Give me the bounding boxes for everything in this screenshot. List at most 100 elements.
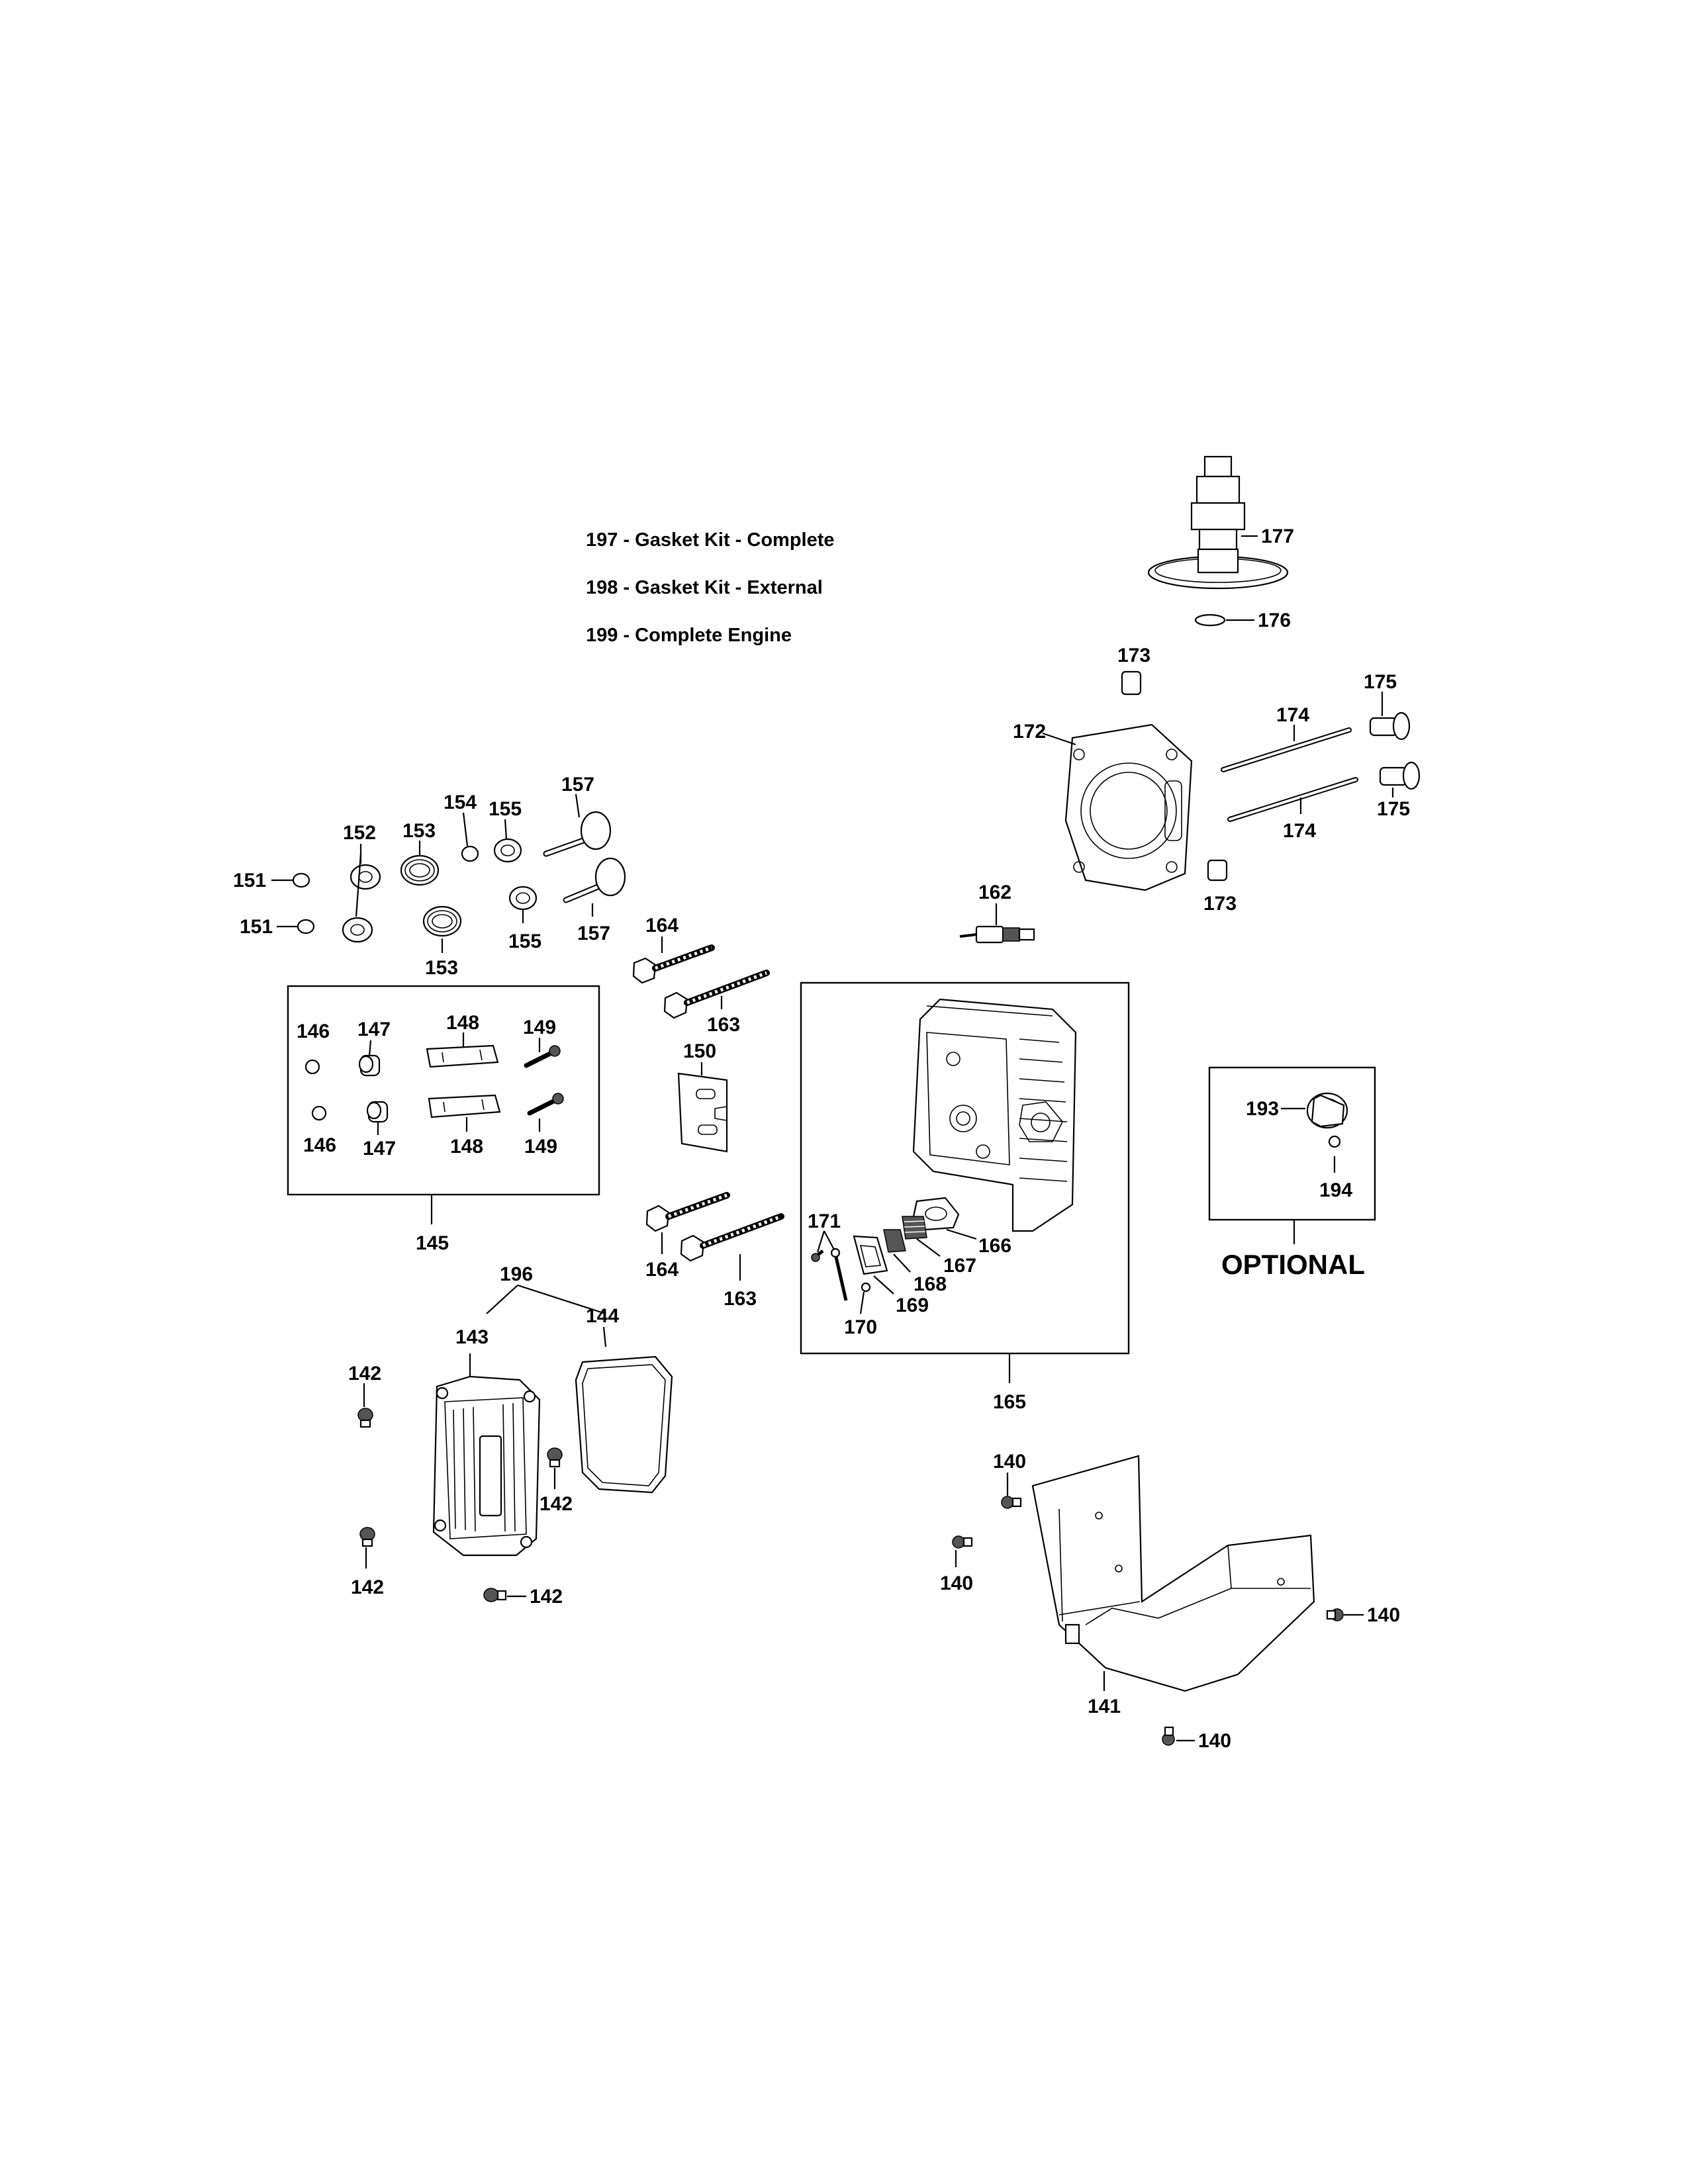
callout-167: 167 bbox=[943, 1255, 976, 1277]
callout-148-bottom: 148 bbox=[450, 1136, 483, 1158]
callout-175-bottom: 175 bbox=[1377, 798, 1410, 820]
kit-note-gasket-external: 198 - Gasket Kit - External bbox=[586, 577, 823, 598]
callout-144: 144 bbox=[586, 1305, 619, 1327]
callout-157-bottom: 157 bbox=[577, 923, 610, 944]
callout-174-bottom: 174 bbox=[1283, 820, 1316, 842]
push-rods-part bbox=[1221, 727, 1358, 822]
callout-140-top: 140 bbox=[993, 1451, 1026, 1473]
cylinder-head-box bbox=[800, 981, 1130, 1355]
callout-166: 166 bbox=[978, 1235, 1011, 1257]
ball-194 bbox=[1328, 1135, 1341, 1148]
callout-143: 143 bbox=[455, 1326, 489, 1348]
callout-175-top: 175 bbox=[1364, 671, 1397, 693]
valve-157-bottom bbox=[563, 857, 626, 903]
leader-196-b bbox=[517, 1284, 606, 1315]
screw-142-left-top bbox=[357, 1408, 373, 1428]
callout-151-bottom: 151 bbox=[240, 916, 273, 938]
callout-150: 150 bbox=[683, 1040, 716, 1062]
head-bolt-163-top bbox=[663, 970, 770, 1019]
callout-170: 170 bbox=[844, 1316, 877, 1338]
rocker-arm-kit-box bbox=[287, 985, 600, 1196]
leader-172 bbox=[1042, 732, 1076, 746]
callout-173-bottom: 173 bbox=[1203, 893, 1237, 915]
stud-149-top bbox=[524, 1045, 561, 1068]
leader-196-a bbox=[486, 1285, 518, 1314]
callout-140-left: 140 bbox=[940, 1572, 973, 1594]
screw-140-right bbox=[1326, 1608, 1344, 1621]
rocker-stud-151-top bbox=[292, 872, 310, 888]
callout-163-bottom: 163 bbox=[724, 1288, 757, 1310]
callout-141: 141 bbox=[1088, 1696, 1121, 1717]
retainer-152-top bbox=[350, 864, 381, 890]
callout-176: 176 bbox=[1258, 610, 1291, 631]
cylinder-head-part bbox=[912, 998, 1077, 1232]
callout-146-bottom: 146 bbox=[303, 1134, 336, 1156]
callout-154: 154 bbox=[444, 792, 477, 813]
callout-142-left-top: 142 bbox=[348, 1363, 381, 1385]
callout-140-right: 140 bbox=[1367, 1604, 1400, 1626]
valve-seal-155-bottom bbox=[508, 886, 538, 911]
screw-170 bbox=[861, 1282, 871, 1293]
screen-167 bbox=[902, 1216, 927, 1240]
callout-194: 194 bbox=[1319, 1179, 1352, 1201]
callout-145: 145 bbox=[416, 1232, 449, 1254]
leader-171-b bbox=[823, 1230, 835, 1250]
guide-plate-150 bbox=[677, 1072, 728, 1153]
callout-146-top: 146 bbox=[297, 1021, 330, 1042]
screw-140-left bbox=[952, 1535, 973, 1549]
nut-146-top bbox=[305, 1059, 320, 1075]
leader-171-a bbox=[816, 1230, 825, 1253]
valve-157-top bbox=[543, 811, 612, 857]
callout-152: 152 bbox=[343, 822, 376, 844]
rocker-arm-148-bottom bbox=[428, 1094, 501, 1118]
callout-174-top: 174 bbox=[1276, 704, 1309, 726]
leader-154 bbox=[462, 812, 469, 846]
kit-note-gasket-complete: 197 - Gasket Kit - Complete bbox=[586, 529, 835, 551]
callout-149-top: 149 bbox=[523, 1017, 556, 1038]
valve-seal-155-top bbox=[493, 838, 522, 863]
screw-142-right bbox=[547, 1447, 563, 1468]
valve-lifter-175-top bbox=[1369, 711, 1411, 741]
cover-gasket-144 bbox=[575, 1355, 673, 1494]
stud-149-bottom bbox=[527, 1093, 564, 1116]
shield-168 bbox=[883, 1229, 906, 1253]
bolts-171 bbox=[811, 1248, 848, 1301]
callout-169: 169 bbox=[896, 1295, 929, 1316]
cover-plate-169 bbox=[853, 1235, 888, 1275]
leader-152-bottom bbox=[355, 853, 362, 917]
head-bolt-163-bottom bbox=[680, 1213, 784, 1262]
optional-label: OPTIONAL bbox=[1221, 1249, 1365, 1280]
callout-142-bottom: 142 bbox=[530, 1586, 563, 1608]
seal-193 bbox=[1306, 1092, 1348, 1129]
head-gasket-part bbox=[1064, 723, 1193, 891]
screw-140-top bbox=[1001, 1496, 1022, 1509]
callout-142-right: 142 bbox=[539, 1493, 573, 1515]
leader-166 bbox=[946, 1228, 977, 1240]
callout-196: 196 bbox=[500, 1263, 533, 1285]
dowel-pin-173-top bbox=[1121, 670, 1142, 696]
callout-140-bottom: 140 bbox=[1198, 1730, 1231, 1752]
valve-lifter-175-bottom bbox=[1379, 761, 1421, 790]
valve-cover-143 bbox=[432, 1375, 541, 1557]
dowel-pin-173-bottom bbox=[1207, 859, 1228, 882]
valve-spring-153-bottom bbox=[422, 905, 462, 937]
leader-157-top bbox=[575, 794, 581, 818]
callout-142-left-bottom: 142 bbox=[351, 1576, 384, 1598]
callout-171: 171 bbox=[808, 1210, 841, 1232]
optional-parts-box bbox=[1208, 1066, 1376, 1221]
callout-164-bottom: 164 bbox=[645, 1259, 679, 1281]
keeper-154 bbox=[461, 845, 479, 862]
spark-plug-162 bbox=[959, 925, 1035, 944]
pivot-147-bottom bbox=[366, 1101, 389, 1123]
rocker-arm-148-top bbox=[426, 1044, 499, 1068]
callout-153-bottom: 153 bbox=[425, 957, 458, 979]
screw-142-left-bottom bbox=[359, 1527, 375, 1547]
callout-155-bottom: 155 bbox=[508, 931, 541, 952]
callout-168: 168 bbox=[914, 1273, 947, 1295]
screw-142-bottom bbox=[483, 1588, 507, 1602]
callout-172: 172 bbox=[1013, 721, 1046, 743]
callout-157-top: 157 bbox=[561, 774, 594, 796]
retainer-152-bottom bbox=[342, 917, 373, 943]
callout-149-bottom: 149 bbox=[524, 1136, 557, 1158]
